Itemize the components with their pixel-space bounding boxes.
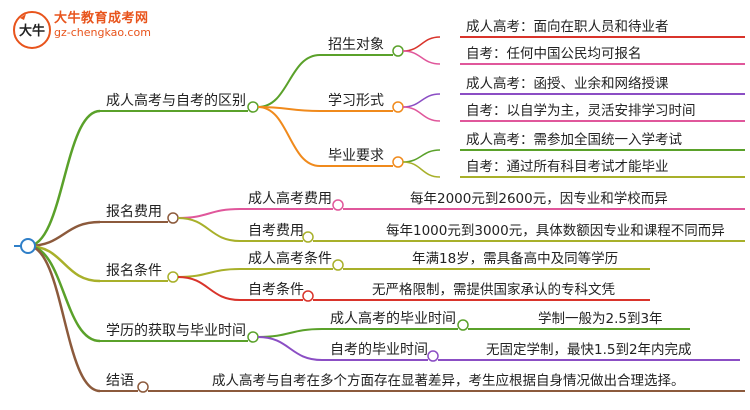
branch-connector-0 [27, 109, 101, 248]
sub-knob-3-0[interactable] [457, 319, 469, 331]
logo-mark-icon: 大牛 [13, 11, 51, 49]
sub-connector-2-0 [177, 268, 241, 278]
sub-knob-2-1[interactable] [302, 290, 314, 302]
sub-connector-3-0 [257, 328, 323, 338]
sub-label-0-0[interactable]: 招生对象 [328, 37, 384, 53]
branch-label-4[interactable]: 结语 [106, 373, 134, 389]
branch-knob-1[interactable] [167, 212, 179, 224]
branch-knob-3[interactable] [247, 331, 259, 343]
leaf-text-0-2-0: 成人高考：需参加全国统一入学考试 [466, 132, 682, 148]
sub-label-1-0[interactable]: 成人高考费用 [248, 191, 332, 207]
leaf-connector-0-1-0 [402, 93, 441, 108]
sub-knob-2-0[interactable] [332, 259, 344, 271]
leaf-connector-0-2-0 [402, 149, 441, 163]
leaf-connector-0-0-0 [402, 36, 441, 52]
logo-url: gz-chengkao.com [54, 26, 151, 39]
sub-connector-1-1 [177, 217, 241, 242]
sub-knob-0-0[interactable] [392, 45, 404, 57]
sub-label-2-0[interactable]: 成人高考条件 [248, 251, 332, 267]
sub-knob-1-0[interactable] [332, 199, 344, 211]
leaf-connector-0-1-1 [402, 106, 441, 122]
branch-connector-4 [27, 244, 101, 393]
logo-mark-text: 大牛 [19, 23, 45, 39]
leaf-text-2-0: 年满18岁，需具备高中及同等学历 [412, 251, 619, 267]
sub-label-3-0[interactable]: 成人高考的毕业时间 [330, 311, 456, 327]
leaf-text-2-1: 无严格限制，需提供国家承认的专科文凭 [372, 282, 615, 298]
leaf-text-0-2-1: 自考：通过所有科目考试才能毕业 [466, 159, 669, 175]
sub-label-3-1[interactable]: 自考的毕业时间 [330, 342, 428, 358]
leaf-text-0-0-0: 成人高考：面向在职人员和待业者 [466, 19, 669, 35]
sub-knob-3-1[interactable] [427, 350, 439, 362]
leaf-connector-0-0-1 [402, 50, 441, 65]
branch-label-1[interactable]: 报名费用 [106, 204, 162, 220]
sub-knob-0-2[interactable] [392, 156, 404, 168]
branch-connector-1 [27, 220, 101, 248]
branch-connector-3 [27, 244, 101, 343]
branch-knob-0[interactable] [247, 101, 259, 113]
leaf-text-0-1-0: 成人高考：函授、业余和网络授课 [466, 76, 669, 92]
sub-connector-3-1 [257, 336, 323, 361]
branch-label-3[interactable]: 学历的获取与毕业时间 [106, 323, 246, 339]
sub-connector-1-0 [177, 208, 241, 219]
sub-connector-2-1 [177, 276, 241, 301]
branch-label-2[interactable]: 报名条件 [106, 263, 162, 279]
leaf-text-1-0: 每年2000元到2600元，因专业和学校而异 [410, 191, 668, 207]
sub-label-1-1[interactable]: 自考费用 [248, 223, 304, 239]
leaf-text-4: 成人高考与自考在多个方面存在显著差异，考生应根据自身情况做出合理选择。 [212, 373, 685, 389]
branch-knob-2[interactable] [167, 271, 179, 283]
branch-label-0[interactable]: 成人高考与自考的区别 [106, 93, 246, 109]
sub-label-0-1[interactable]: 学习形式 [328, 93, 384, 109]
sub-connector-0-2 [257, 106, 321, 167]
leaf-text-0-0-1: 自考：任何中国公民均可报名 [466, 46, 642, 62]
branch-connector-2 [27, 244, 101, 283]
leaf-text-0-1-1: 自考：以自学为主，灵活安排学习时间 [466, 103, 696, 119]
leaf-text-3-1: 无固定学制，最快1.5到2年内完成 [486, 342, 692, 358]
sub-label-0-2[interactable]: 毕业要求 [328, 148, 384, 164]
sub-label-2-1[interactable]: 自考条件 [248, 282, 304, 298]
root-node[interactable] [20, 238, 36, 254]
logo-title: 大牛教育成考网 [54, 11, 149, 26]
branch-knob-4[interactable] [137, 381, 149, 393]
sub-connector-0-0 [257, 54, 321, 108]
sub-knob-1-1[interactable] [302, 231, 314, 243]
sub-connector-0-1 [257, 106, 321, 112]
leaf-text-3-0: 学制一般为2.5到3年 [538, 311, 663, 327]
leaf-text-1-1: 每年1000元到3000元，具体数额因专业和课程不同而异 [386, 223, 725, 239]
leaf-connector-0-2-1 [402, 161, 441, 178]
site-logo[interactable]: 大牛 大牛教育成考网 gz-chengkao.com [12, 6, 182, 52]
sub-knob-0-1[interactable] [392, 101, 404, 113]
